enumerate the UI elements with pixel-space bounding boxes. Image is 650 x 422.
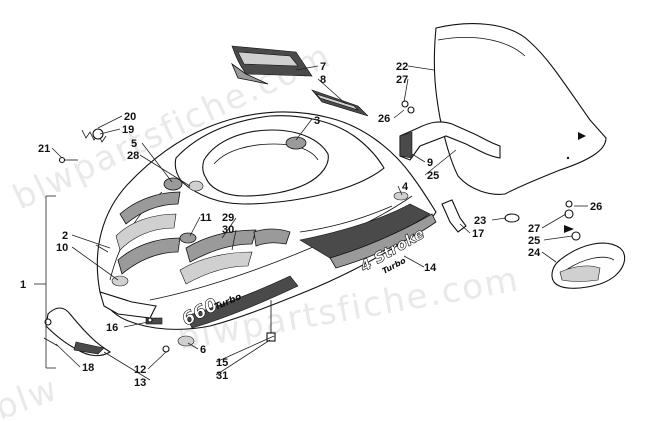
callout-6: 6: [200, 344, 206, 356]
callout-31: 31: [216, 370, 228, 382]
callout-20: 20: [124, 111, 136, 123]
callout-12: 12: [134, 364, 146, 376]
hood-decals: [111, 136, 437, 329]
callout-28: 28: [127, 150, 139, 162]
callout-7: 7: [320, 61, 326, 73]
callout-26-mirror: 26: [590, 201, 602, 213]
windshield-arrow-icon: [578, 132, 586, 140]
callout-15: 15: [216, 357, 228, 369]
callout-8: 8: [320, 74, 326, 86]
callout-labels: 1 2 3 4 5 6 7 8 9 10 11 12 13 14 15 16 1…: [20, 61, 602, 389]
windshield: [433, 23, 607, 195]
callout-4: 4: [402, 181, 409, 193]
callout-30: 30: [222, 224, 234, 236]
callout-11: 11: [200, 212, 212, 224]
callout-9: 9: [427, 157, 433, 169]
callout-19: 19: [122, 124, 134, 136]
callout-1: 1: [20, 279, 26, 291]
watermark-text-3: blw: [0, 369, 64, 422]
callout-26-upper: 26: [378, 113, 390, 125]
leader-lines: [51, 65, 588, 381]
callout-5: 5: [131, 138, 137, 150]
windshield-bracket: [399, 121, 501, 161]
mirror-assembly: [551, 200, 626, 289]
callout-16: 16: [106, 322, 118, 334]
callout-14: 14: [424, 262, 437, 274]
left-guard: [43, 307, 112, 357]
group-bracket: [34, 195, 56, 369]
callout-21: 21: [38, 143, 50, 155]
front-badge: [145, 317, 163, 325]
callout-10: 10: [56, 242, 68, 254]
callout-29: 29: [222, 212, 234, 224]
callout-22: 22: [396, 61, 408, 73]
callout-24: 24: [528, 247, 541, 259]
callout-23: 23: [474, 215, 486, 227]
callout-27-mirror: 27: [528, 223, 540, 235]
callout-3: 3: [314, 115, 320, 127]
mirror-arrow-icon: [564, 225, 574, 233]
hood-top-decals: [231, 45, 369, 117]
callout-27-upper: 27: [396, 74, 408, 86]
callout-2: 2: [62, 230, 68, 242]
callout-18: 18: [82, 362, 94, 374]
callout-13: 13: [134, 377, 146, 389]
callout-17: 17: [472, 228, 484, 240]
callout-25-bracket: 25: [427, 170, 439, 182]
callout-25-mirror: 25: [528, 235, 540, 247]
